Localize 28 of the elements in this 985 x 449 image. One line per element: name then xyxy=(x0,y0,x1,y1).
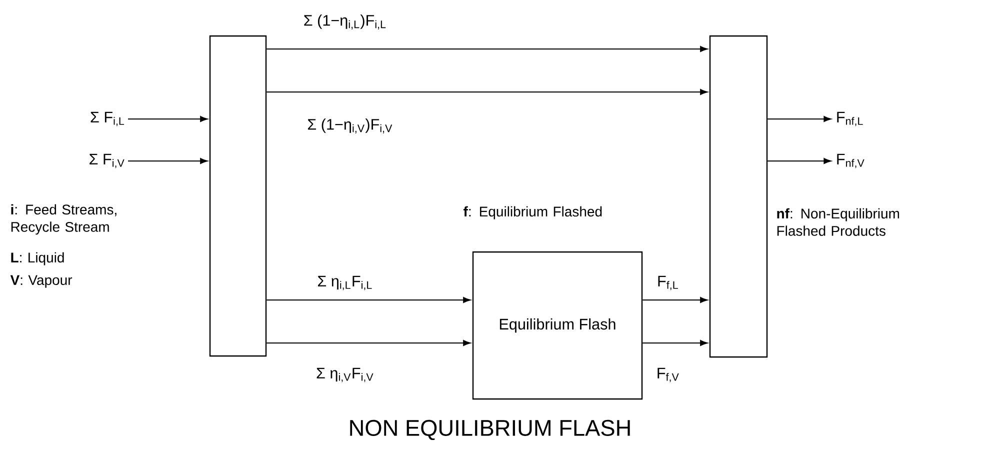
arrow xyxy=(266,46,708,52)
arrow xyxy=(128,158,208,164)
edge-label: Σ η$_{i,V}$F$_{i,V}$ xyxy=(314,366,376,384)
splitter-box xyxy=(209,35,267,357)
edge-label: Σ (1−η$_{i,L}$)F$_{i,L}$ xyxy=(302,13,388,31)
note: L: Liquid xyxy=(11,252,64,266)
arrow xyxy=(266,340,471,346)
caption: NON EQUILIBRIUM FLASH xyxy=(350,420,630,440)
stream-label: F$_{nf,L}$ xyxy=(837,112,863,126)
edge-label: F$_{f,L}$ xyxy=(656,274,680,292)
stream-label: Σ F$_{i,V}$ xyxy=(90,154,124,168)
arrow xyxy=(768,116,832,122)
note: f: Equilibrium Flashed xyxy=(464,206,602,220)
note: V: Vapour xyxy=(10,275,72,288)
edge-label: Σ (1−η$_{i,V}$)F$_{i,V}$ xyxy=(306,117,394,135)
arrow xyxy=(642,340,708,346)
stream-label: F$_{nf,V}$ xyxy=(837,154,864,168)
arrow xyxy=(266,297,471,303)
arrow xyxy=(266,89,708,95)
process-box: Equilibrium Flash xyxy=(472,251,643,400)
stream-label: Σ F$_{i,L}$ xyxy=(90,112,124,126)
arrow xyxy=(642,297,708,303)
arrow xyxy=(768,158,832,164)
edge-label: Σ η$_{i,L}$F$_{i,L}$ xyxy=(316,274,374,292)
edge-label: F$_{f,V}$ xyxy=(655,366,681,384)
splitter-box xyxy=(709,35,768,358)
arrow xyxy=(128,116,208,122)
note: i: Feed Streams, Recycle Stream xyxy=(11,204,116,235)
